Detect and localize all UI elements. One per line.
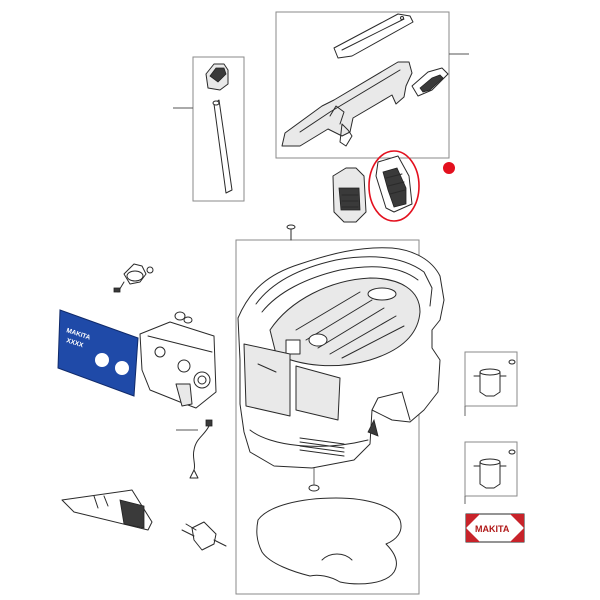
clamp-frame-lower bbox=[464, 441, 518, 497]
cable-rod[interactable] bbox=[213, 99, 233, 194]
control-knob[interactable] bbox=[113, 263, 154, 293]
instruction-panel: MAKITA XXXX bbox=[57, 309, 139, 397]
switch-box[interactable] bbox=[139, 321, 217, 409]
power-plug[interactable] bbox=[181, 521, 227, 551]
brand-label-text: MAKITA bbox=[475, 524, 510, 534]
filter-cover[interactable] bbox=[368, 150, 420, 222]
clamp-lower[interactable] bbox=[473, 449, 516, 489]
clamp-group-lower bbox=[464, 441, 518, 504]
indicator-parts[interactable] bbox=[174, 311, 193, 324]
clamp-frame-upper bbox=[464, 351, 518, 407]
cable-group-frame bbox=[192, 56, 245, 202]
cable-group bbox=[173, 56, 245, 202]
o-ring[interactable] bbox=[308, 484, 320, 492]
housing-frame bbox=[235, 239, 420, 595]
handle-grip[interactable] bbox=[333, 13, 414, 59]
instruction-panel-plate bbox=[57, 309, 139, 397]
clamp-group-upper bbox=[464, 351, 518, 416]
clamp-upper[interactable] bbox=[473, 359, 516, 397]
filter-cover-highlight-ring bbox=[368, 150, 420, 222]
filter-holder[interactable] bbox=[332, 167, 367, 223]
handle-group-frame bbox=[275, 11, 450, 159]
housing-screw[interactable] bbox=[286, 224, 296, 241]
mounting-board[interactable] bbox=[61, 489, 153, 531]
callout-marker bbox=[443, 162, 455, 174]
base-plate[interactable] bbox=[256, 497, 402, 585]
wire-harness[interactable] bbox=[176, 419, 213, 479]
main-housing[interactable] bbox=[237, 247, 445, 469]
handle-body[interactable] bbox=[281, 61, 413, 147]
warning-label: MAKITA bbox=[465, 513, 525, 543]
handle-group bbox=[275, 11, 469, 159]
